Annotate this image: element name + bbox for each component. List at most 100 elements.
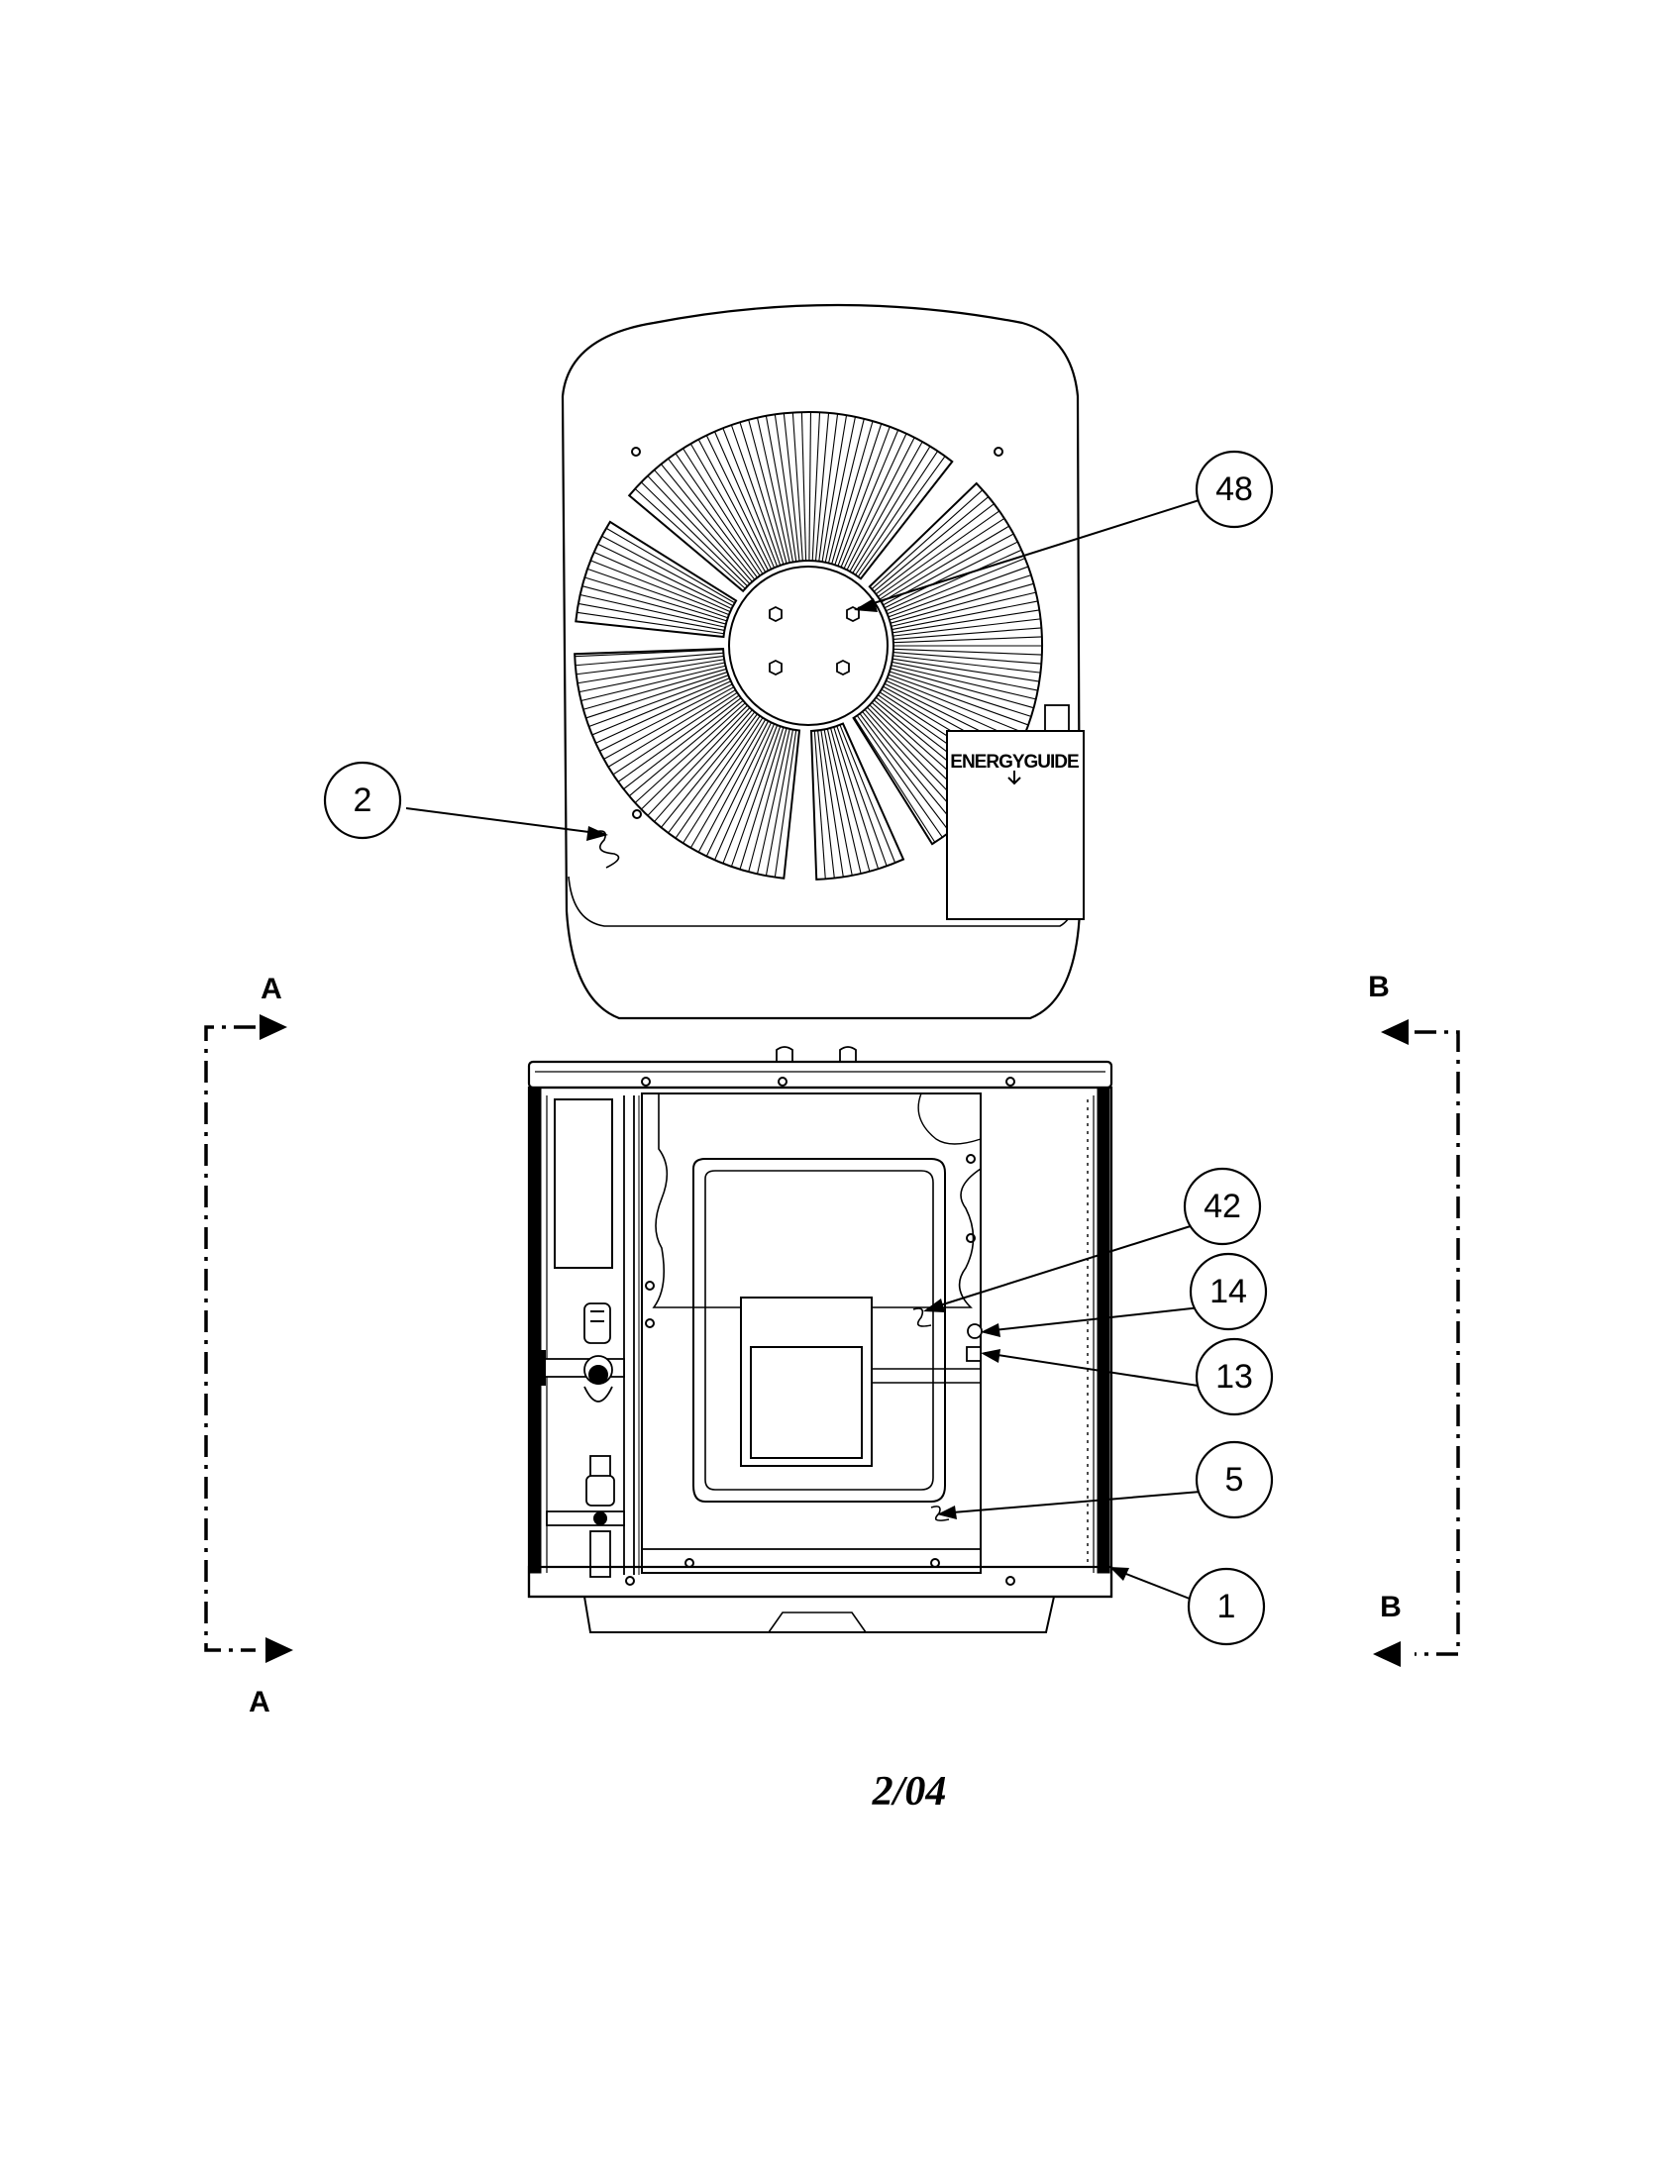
fan-louver xyxy=(661,711,756,828)
fan-louver xyxy=(831,420,874,565)
top-view: ENERGYGUIDE xyxy=(561,303,1085,1020)
fan-guard xyxy=(574,411,1043,881)
fan-louver xyxy=(846,437,915,571)
top-fitting xyxy=(839,1046,857,1062)
callout-5: 5 xyxy=(1195,1440,1274,1519)
fan-louver xyxy=(607,689,736,768)
fan-louver xyxy=(843,433,907,570)
fan-louver xyxy=(856,715,943,838)
leader-13 xyxy=(984,1352,1206,1388)
fan-louver xyxy=(634,702,746,803)
fan-louver xyxy=(881,525,1009,603)
fan-louver xyxy=(668,713,758,834)
section-b-label-bottom: B xyxy=(1380,1591,1402,1623)
callout-13: 13 xyxy=(1195,1337,1274,1416)
fan-louver xyxy=(873,496,990,592)
fan-louver xyxy=(617,694,740,782)
service-valve-lower xyxy=(546,1455,625,1578)
fan-louver xyxy=(877,510,1000,597)
leader-lines xyxy=(405,496,1209,1602)
leader-5 xyxy=(940,1491,1202,1514)
fan-hub xyxy=(728,566,889,726)
arrowhead-icon xyxy=(1109,1567,1129,1581)
fan-louver xyxy=(891,591,1036,627)
base-pan xyxy=(583,1596,1055,1633)
energy-guide-label: ENERGYGUIDE xyxy=(950,752,1079,773)
callout-48: 48 xyxy=(1195,450,1274,529)
part-42-marker xyxy=(912,1307,932,1327)
front-view xyxy=(527,1046,1113,1633)
fan-louver xyxy=(705,435,773,570)
fan-louver xyxy=(857,456,946,577)
arrowhead-icon xyxy=(854,598,878,612)
fan-louver xyxy=(705,722,773,857)
part-2-marker xyxy=(593,830,620,869)
fan-louver xyxy=(588,675,729,728)
leader-2 xyxy=(405,807,605,835)
fan-louver xyxy=(826,728,862,875)
fan-louver xyxy=(689,719,767,849)
fan-louver xyxy=(689,443,767,572)
callout-1-label: 1 xyxy=(1217,1588,1236,1625)
fan-louver xyxy=(892,609,1040,634)
arrow-left-icon xyxy=(1373,1641,1401,1667)
fan-louver xyxy=(722,428,779,568)
energy-guide-tag: ENERGYGUIDE xyxy=(946,704,1085,920)
screw-icon xyxy=(631,447,641,457)
fan-louver xyxy=(891,665,1036,700)
fan-louver xyxy=(714,723,776,861)
fan-louver xyxy=(697,720,770,853)
fan-louver xyxy=(892,636,1042,644)
fan-louver xyxy=(697,439,770,572)
fan-louver xyxy=(818,413,839,562)
service-valve-upper xyxy=(534,1302,625,1403)
fan-louver xyxy=(675,453,761,576)
top-panel-outline xyxy=(561,303,1082,1020)
fan-louver xyxy=(730,726,782,868)
fan-louver xyxy=(830,727,871,872)
fan-louver xyxy=(774,414,797,562)
fan-louver xyxy=(612,691,738,776)
section-b-marker: B B xyxy=(1368,971,1460,1667)
callout-14: 14 xyxy=(1189,1252,1268,1331)
fan-louver xyxy=(601,535,734,607)
fan-louver xyxy=(722,724,779,864)
section-a-label-top: A xyxy=(261,973,282,1005)
fan-louver xyxy=(808,412,812,562)
arrowhead-icon xyxy=(981,1349,1000,1363)
fan-louver xyxy=(640,481,748,587)
fan-louver xyxy=(739,727,785,870)
callout-5-label: 5 xyxy=(1225,1461,1244,1499)
fan-louver xyxy=(590,560,730,616)
fan-louver xyxy=(739,422,785,565)
fitting-14 xyxy=(967,1323,983,1339)
fan-louver xyxy=(579,593,726,628)
arrowhead-icon xyxy=(586,826,608,841)
fan-louver xyxy=(892,658,1040,682)
fan-louver xyxy=(852,446,931,573)
callout-42: 42 xyxy=(1183,1167,1262,1246)
fan-louver xyxy=(887,676,1026,734)
fan-louver xyxy=(599,683,733,752)
fan-louver xyxy=(889,671,1032,717)
fan-guard-sector xyxy=(627,411,954,593)
fan-louver xyxy=(821,415,848,563)
fan-louver xyxy=(879,518,1005,600)
right-coil-edge xyxy=(1097,1087,1110,1574)
fan-louver xyxy=(833,726,880,870)
fan-louver xyxy=(647,707,751,816)
fan-louver xyxy=(817,730,835,879)
fan-louver xyxy=(593,552,731,613)
fan-louver xyxy=(800,412,807,562)
section-a-label-bottom: A xyxy=(249,1686,270,1718)
panel-cutaway xyxy=(652,1093,982,1308)
access-panel xyxy=(641,1092,983,1574)
leader-1 xyxy=(1112,1568,1196,1602)
fan-louver xyxy=(855,451,939,575)
fan-louver xyxy=(576,655,724,676)
section-b-label-top: B xyxy=(1368,971,1390,1003)
fan-louver xyxy=(836,725,888,867)
fan-louver xyxy=(840,429,899,568)
fan-louver xyxy=(577,659,725,684)
fan-louver xyxy=(791,412,803,562)
